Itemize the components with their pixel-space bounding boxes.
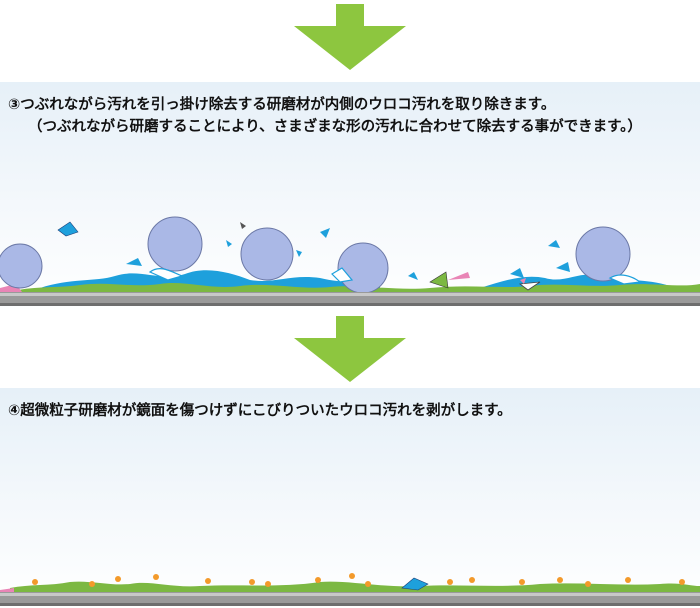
down-arrow-middle <box>0 316 700 382</box>
fine-particle <box>679 579 685 585</box>
fine-particle <box>519 579 525 585</box>
abrasive-ball <box>147 216 203 272</box>
fine-particle <box>469 577 475 583</box>
scale-fragment <box>240 222 246 229</box>
fine-particle <box>153 574 159 580</box>
abrasive-ball <box>337 242 389 294</box>
abrasive-ball <box>0 243 43 289</box>
scale-fragment <box>448 272 470 280</box>
scale-fragment <box>510 268 524 278</box>
step4-caption: ④超微粒子研磨材が鏡面を傷つけずにこびりついたウロコ汚れを剥がします。 <box>8 400 512 422</box>
scale-fragment <box>226 240 232 247</box>
fine-particle <box>447 579 453 585</box>
fine-particle <box>349 573 355 579</box>
scale-fragment <box>296 250 302 257</box>
fine-particle <box>205 578 211 584</box>
fine-particle <box>265 581 271 587</box>
scale-fragment <box>520 278 526 284</box>
fine-particle <box>89 581 95 587</box>
step4-illustration <box>0 573 700 606</box>
step3-panel: ③つぶれながら汚れを引っ掛け除去する研磨材が内側のウロコ汚れを取り除きます。 （… <box>0 82 700 312</box>
step4-line1: ④超微粒子研磨材が鏡面を傷つけずにこびりついたウロコ汚れを剥がします。 <box>8 403 512 419</box>
fine-particle <box>115 576 121 582</box>
step4-panel: ④超微粒子研磨材が鏡面を傷つけずにこびりついたウロコ汚れを剥がします。 <box>0 388 700 608</box>
scale-fragment <box>518 281 541 291</box>
scale-fragment <box>331 267 354 283</box>
step3-illustration <box>0 216 700 306</box>
scale-fragment <box>401 577 429 591</box>
arrow-down-icon <box>294 4 406 70</box>
step3-line2: （つぶれながら研磨することにより、さまざまな形の汚れに合わせて除去する事ができま… <box>28 119 642 135</box>
fine-particle <box>365 581 371 587</box>
scale-fragment <box>148 268 184 281</box>
step3-line1: ③つぶれながら汚れを引っ掛け除去する研磨材が内側のウロコ汚れを取り除きます。 <box>8 97 556 113</box>
fine-particle <box>32 579 38 585</box>
pink-fragment <box>0 588 14 592</box>
scale-fragment <box>548 240 560 248</box>
arrow-down-icon <box>294 316 406 382</box>
fine-particle <box>249 579 255 585</box>
fine-particle <box>625 577 631 583</box>
fine-particle <box>315 577 321 583</box>
scale-fragment <box>408 272 418 280</box>
fine-particle <box>585 581 591 587</box>
down-arrow-top <box>0 4 700 70</box>
step3-caption: ③つぶれながら汚れを引っ掛け除去する研磨材が内側のウロコ汚れを取り除きます。 （… <box>8 94 642 138</box>
abrasive-ball <box>240 227 294 281</box>
scale-fragment <box>556 262 570 272</box>
scale-fragment <box>57 221 79 237</box>
scale-fragment <box>320 228 330 238</box>
scale-fragment <box>429 271 449 289</box>
fine-particle <box>557 577 563 583</box>
abrasive-ball <box>575 226 631 282</box>
dirt-layer-green <box>10 581 700 592</box>
scale-fragment <box>608 274 642 285</box>
scale-fragment <box>126 258 142 266</box>
